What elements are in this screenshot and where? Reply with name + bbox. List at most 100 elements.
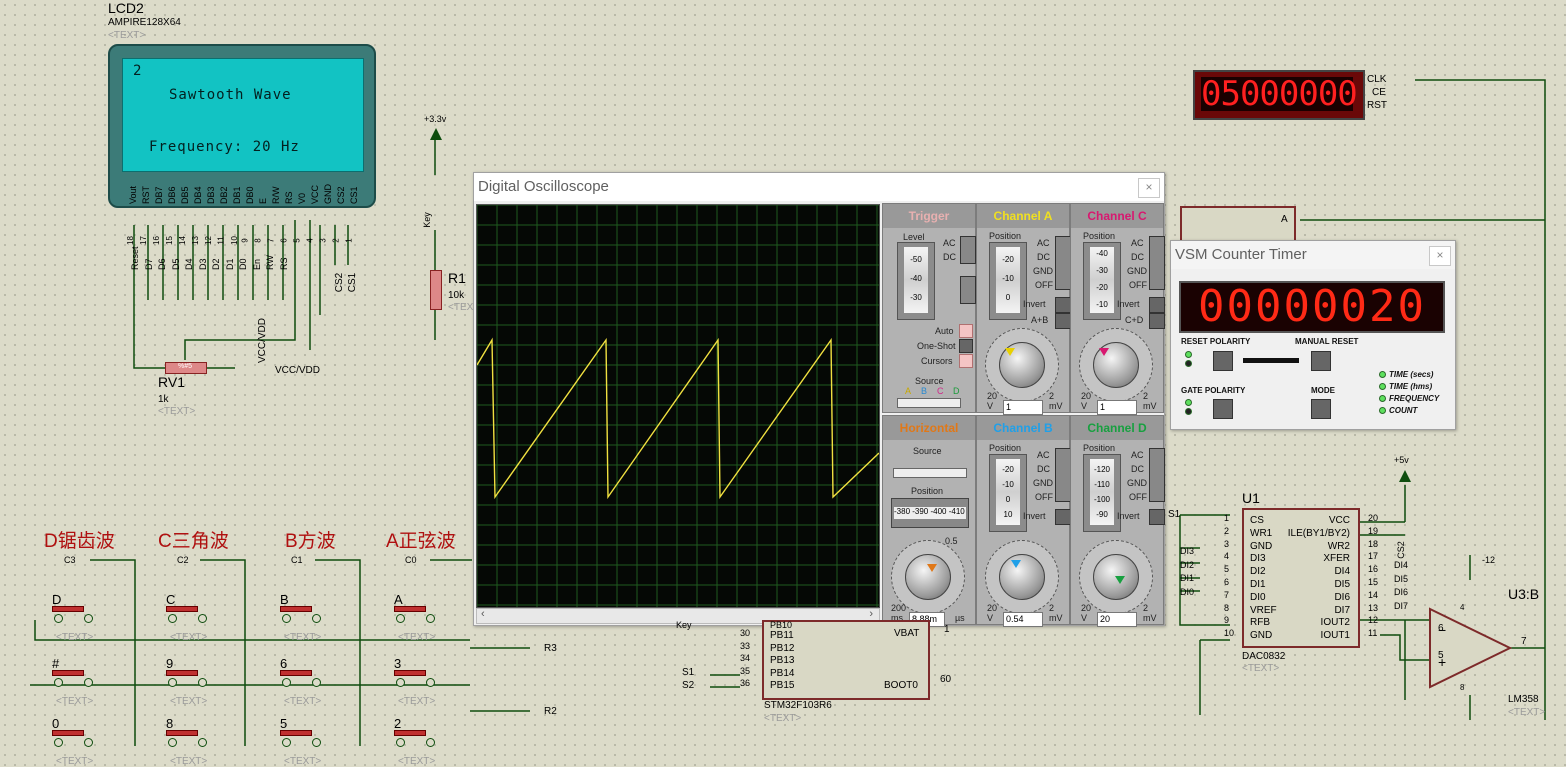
keypad-button-1-1[interactable]: 9<TEXT> [146, 656, 214, 707]
channel-b-mode-switch[interactable] [1055, 448, 1071, 502]
channel-a-title: Channel A [977, 204, 1069, 228]
keypad-button-1-3[interactable]: 3<TEXT> [374, 656, 442, 707]
manual-reset-button[interactable] [1311, 351, 1331, 371]
r1-resistor[interactable] [430, 270, 442, 310]
lcd-net-8: D0 [238, 258, 248, 270]
channel-a-dial-hi: 2 [1049, 391, 1055, 401]
channel-c-value[interactable]: 1 [1097, 400, 1137, 415]
keypad-button-2-2[interactable]: 5<TEXT> [260, 716, 328, 767]
lcd-pin-0: Vout [128, 185, 138, 204]
keypad-button-1-0[interactable]: #<TEXT> [32, 656, 100, 707]
lcd-pin-num-15: 3 [318, 238, 328, 243]
keypad-button-1-2[interactable]: 6<TEXT> [260, 656, 328, 707]
channel-b-dial-lo: 20 [987, 603, 998, 613]
rv1-resistor[interactable] [165, 362, 207, 374]
dac-left-pin-0: CS [1250, 515, 1264, 526]
keypad-button-0-3[interactable]: A<TEXT> [374, 592, 442, 643]
trigger-oneshot-button[interactable] [959, 339, 973, 353]
opamp-pin8: 8 [1460, 683, 1465, 692]
reset-polarity-button[interactable] [1213, 351, 1233, 371]
stm32-chip[interactable] [762, 620, 930, 700]
keypad-button-bar [166, 606, 198, 612]
keypad-button-2-0[interactable]: 0<TEXT> [32, 716, 100, 767]
channel-d-value[interactable]: 20 [1097, 612, 1137, 627]
trigger-source-slider[interactable] [897, 398, 961, 408]
lcd-model: AMPIRE128X64 [108, 17, 181, 28]
channel-b-volts-knob[interactable] [999, 554, 1045, 600]
channel-a-ab-button[interactable] [1055, 313, 1071, 329]
channel-a-mode-switch[interactable] [1055, 236, 1071, 290]
dac-right-pin-1: ILE(BY1/BY2) [1287, 527, 1350, 539]
dac-left-num-8: 9 [1224, 615, 1230, 626]
keypad-button-0-1[interactable]: C<TEXT> [146, 592, 214, 643]
channel-b-invert-button[interactable] [1055, 509, 1071, 525]
channel-a-invert-button[interactable] [1055, 297, 1071, 313]
channel-c-invert-button[interactable] [1149, 297, 1165, 313]
schematic-wires [30, 79, 1546, 746]
channel-d-position-label: Position [1083, 443, 1116, 453]
lcd-pin-6: DB3 [206, 186, 216, 204]
horizontal-source-slider[interactable] [893, 468, 967, 478]
keypad-button-0-0[interactable]: D<TEXT> [32, 592, 100, 643]
channel-d-unit-mv: mV [1143, 613, 1157, 623]
horizontal-time-knob[interactable] [905, 554, 951, 600]
opamp-pin5: 5 [1438, 650, 1444, 661]
oscilloscope-window[interactable]: Digital Oscilloscope × ‹ › Trigger Level… [473, 172, 1165, 627]
keypad-button-0-2[interactable]: B<TEXT> [260, 592, 328, 643]
channel-c-cd-button[interactable] [1149, 313, 1165, 329]
gate-polarity-button[interactable] [1213, 399, 1233, 419]
channel-d-position-slider[interactable]: -120 -110 -100 -90 [1083, 454, 1121, 532]
channel-b-value[interactable]: 0.54 [1003, 612, 1043, 627]
counter-timer-close-button[interactable]: × [1429, 246, 1451, 266]
channel-a-value[interactable]: 1 [1003, 400, 1043, 415]
trigger-source-b: B [921, 386, 928, 396]
trigger-level-slider[interactable]: -50 -40 -30 [897, 242, 935, 320]
channel-d-mode-switch[interactable] [1149, 448, 1165, 502]
trigger-source-c: C [937, 386, 944, 396]
keypad-key-label: C [166, 592, 176, 607]
dac-left-num-4: 5 [1224, 564, 1230, 575]
mode-button[interactable] [1311, 399, 1331, 419]
oscilloscope-screen [476, 204, 880, 608]
dac-di-net-right-3: DI7 [1394, 600, 1409, 611]
channel-c-tick-4: -10 [1096, 300, 1108, 309]
scroll-right-icon[interactable]: › [869, 608, 873, 620]
channel-b-unit-v: V [987, 613, 994, 623]
trigger-edge-switch[interactable] [960, 276, 976, 304]
keypad-button-bar [394, 730, 426, 736]
channel-a-position-label: Position [989, 231, 1022, 241]
mode-time-secs: TIME (secs) [1389, 370, 1434, 379]
dac-left-num-7: 8 [1224, 602, 1230, 613]
channel-c-mode-switch[interactable] [1149, 236, 1165, 290]
counter-timer-window[interactable]: VSM Counter Timer × 00000020 RESET POLAR… [1170, 240, 1456, 430]
lcd-module[interactable]: 2 Sawtooth Wave Frequency: 20 Hz [108, 44, 376, 208]
dac-right-pin-9: IOUT1 [1320, 630, 1350, 642]
dac-right-num-5: 15 [1368, 577, 1379, 587]
channel-c-position-slider[interactable]: -40 -30 -20 -10 [1083, 242, 1121, 320]
keypad-button-2-1[interactable]: 8<TEXT> [146, 716, 214, 767]
dac-left-pin-4: DI2 [1250, 566, 1266, 578]
scroll-left-icon[interactable]: ‹ [481, 608, 485, 620]
stm32-boot-num: 60 [940, 674, 952, 685]
horizontal-unit-us: µs [955, 613, 965, 623]
keypad-button-2-3[interactable]: 2<TEXT> [374, 716, 442, 767]
dac-left-num-3: 4 [1224, 551, 1230, 562]
channel-a-position-slider[interactable]: -20 -10 0 [989, 242, 1027, 320]
channel-b-position-slider[interactable]: -20 -10 0 10 [989, 454, 1027, 532]
stm32-pin-3: PB14 [770, 667, 795, 679]
keypad-tag: <TEXT> [170, 696, 208, 707]
mode-time-hms: TIME (hms) [1389, 382, 1433, 391]
clock-display[interactable]: 05000000 [1193, 70, 1365, 120]
stm32-key-net: Key [676, 620, 692, 630]
dac-chip[interactable] [1242, 508, 1360, 648]
channel-a-tick-3: 0 [1005, 293, 1011, 302]
opamp-triangle[interactable]: − + [1428, 605, 1512, 691]
oscilloscope-close-button[interactable]: × [1138, 178, 1160, 198]
horizontal-position-scale[interactable]: -380 -390 -400 -410 [891, 498, 969, 528]
channel-d-invert-button[interactable] [1149, 509, 1165, 525]
trigger-coupling-switch[interactable] [960, 236, 976, 264]
channel-d-dial-lo: 20 [1081, 603, 1092, 613]
trigger-cursors-button[interactable] [959, 354, 973, 368]
trigger-auto-button[interactable] [959, 324, 973, 338]
dac-right-pin-0: VCC [1328, 515, 1350, 526]
